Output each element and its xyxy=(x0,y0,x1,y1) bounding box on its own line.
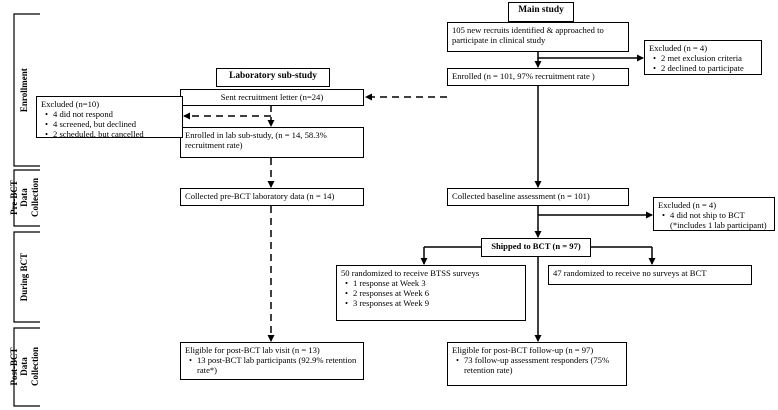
box-post-lab-visit: Eligible for post-BCT lab visit (n = 13)… xyxy=(180,342,364,380)
excluded-lab-title: Excluded (n=10) xyxy=(41,99,100,109)
list-item: 2 scheduled, but cancelled xyxy=(45,129,178,137)
list-item: 4 did not respond xyxy=(45,109,178,119)
box-sent-letter: Sent recruitment letter (n=24) xyxy=(180,89,364,106)
heading-main-study: Main study xyxy=(508,2,574,22)
list-item: 4 did not ship to BCT (*includes 1 lab p… xyxy=(662,210,770,230)
box-randomized-no-surveys: 47 randomized to receive no surveys at B… xyxy=(548,265,752,285)
excluded-main-title: Excluded (n = 4) xyxy=(649,43,708,53)
box-baseline: Collected baseline assessment (n = 101) xyxy=(447,188,629,206)
phase-enrollment: Enrollment xyxy=(18,68,29,112)
list-item: 3 responses at Week 9 xyxy=(345,298,521,308)
box-excluded-main: Excluded (n = 4) 2 met exclusion criteri… xyxy=(644,40,762,75)
list-item: 2 met exclusion criteria xyxy=(653,53,757,63)
heading-lab-substudy: Laboratory sub-study xyxy=(216,68,330,87)
box-lab-enrolled: Enrolled in lab sub-study, (n = 14, 58.3… xyxy=(180,127,364,158)
box-recruits: 105 new recruits identified & approached… xyxy=(447,22,629,52)
post-visit-title: Eligible for post-BCT lab visit (n = 13) xyxy=(185,345,320,355)
surveys-title: 50 randomized to receive BTSS surveys xyxy=(341,268,480,278)
box-enrolled: Enrolled (n = 101, 97% recruitment rate … xyxy=(447,68,629,86)
followup-title: Eligible for post-BCT follow-up (n = 97) xyxy=(452,345,594,355)
list-item: 2 responses at Week 6 xyxy=(345,288,521,298)
phase-post-bct: Post-BCT Data Collection xyxy=(8,347,40,387)
list-item: 2 declined to participate xyxy=(653,63,757,73)
box-post-followup: Eligible for post-BCT follow-up (n = 97)… xyxy=(447,342,627,386)
list-item: 13 post-BCT lab participants (92.9% rete… xyxy=(189,355,359,375)
box-excluded-lab: Excluded (n=10) 4 did not respond 4 scre… xyxy=(36,96,183,138)
box-shipped: Shipped to BCT (n = 97) xyxy=(481,238,591,257)
phase-during-bct: During BCT xyxy=(18,252,29,302)
box-pre-bct-lab: Collected pre-BCT laboratory data (n = 1… xyxy=(180,188,364,206)
box-excluded-ship: Excluded (n = 4) 4 did not ship to BCT (… xyxy=(653,197,775,231)
list-item: 73 follow-up assessment responders (75% … xyxy=(456,355,622,375)
box-randomized-surveys: 50 randomized to receive BTSS surveys 1 … xyxy=(336,265,526,321)
list-item: 1 response at Week 3 xyxy=(345,278,521,288)
phase-pre-bct: Pre-BCT Data Collection xyxy=(8,178,40,218)
excluded-ship-title: Excluded (n = 4) xyxy=(658,200,717,210)
list-item: 4 screened, but declined xyxy=(45,119,178,129)
